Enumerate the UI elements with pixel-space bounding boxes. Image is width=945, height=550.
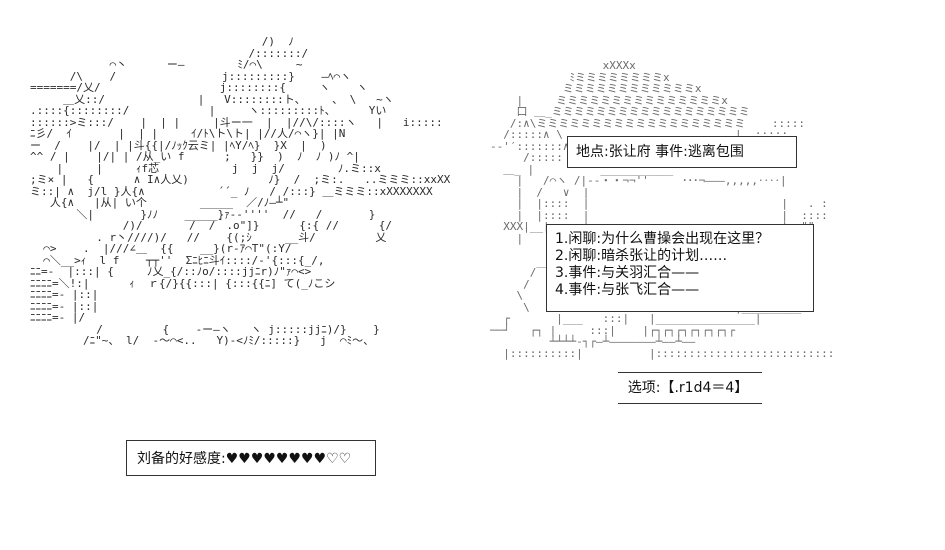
ascii-art-characters: /) ﾉ /:::::::/ ⌒丶 ー― ﾐ/⌒\ ~ /\ / j::::::… bbox=[30, 35, 451, 347]
dice-roll-text: 选项:【.r1d4＝4】 bbox=[627, 380, 749, 396]
location-event-box: 地点:张让府 事件:逃离包围 bbox=[567, 136, 797, 168]
menu-item-3[interactable]: 3.事件:与关羽汇合—— bbox=[555, 265, 700, 281]
affinity-label: 刘备的好感度: bbox=[137, 451, 226, 467]
dice-roll-box: 选项:【.r1d4＝4】 bbox=[618, 372, 763, 404]
location-event-text: 地点:张让府 事件:逃离包围 bbox=[576, 144, 744, 160]
menu-item-1[interactable]: 1.闲聊:为什么曹操会出现在这里？ bbox=[555, 231, 770, 247]
choice-menu: 1.闲聊:为什么曹操会出现在这里？ 2.闲聊:暗杀张让的计划…… 3.事件:与关… bbox=[546, 224, 814, 312]
menu-item-4[interactable]: 4.事件:与张飞汇合—— bbox=[555, 282, 700, 298]
menu-item-2[interactable]: 2.闲聊:暗杀张让的计划…… bbox=[555, 248, 728, 264]
affinity-box: 刘备的好感度:♥♥♥♥♥♥♥♥♡♡ bbox=[126, 440, 376, 476]
ascii-art-background: xXXXx ﾐミミミミミミミミx ミミミミミミミミミミミミx | ミミミミミミミ… bbox=[490, 59, 835, 360]
affinity-hearts: ♥♥♥♥♥♥♥♥♡♡ bbox=[225, 451, 352, 467]
